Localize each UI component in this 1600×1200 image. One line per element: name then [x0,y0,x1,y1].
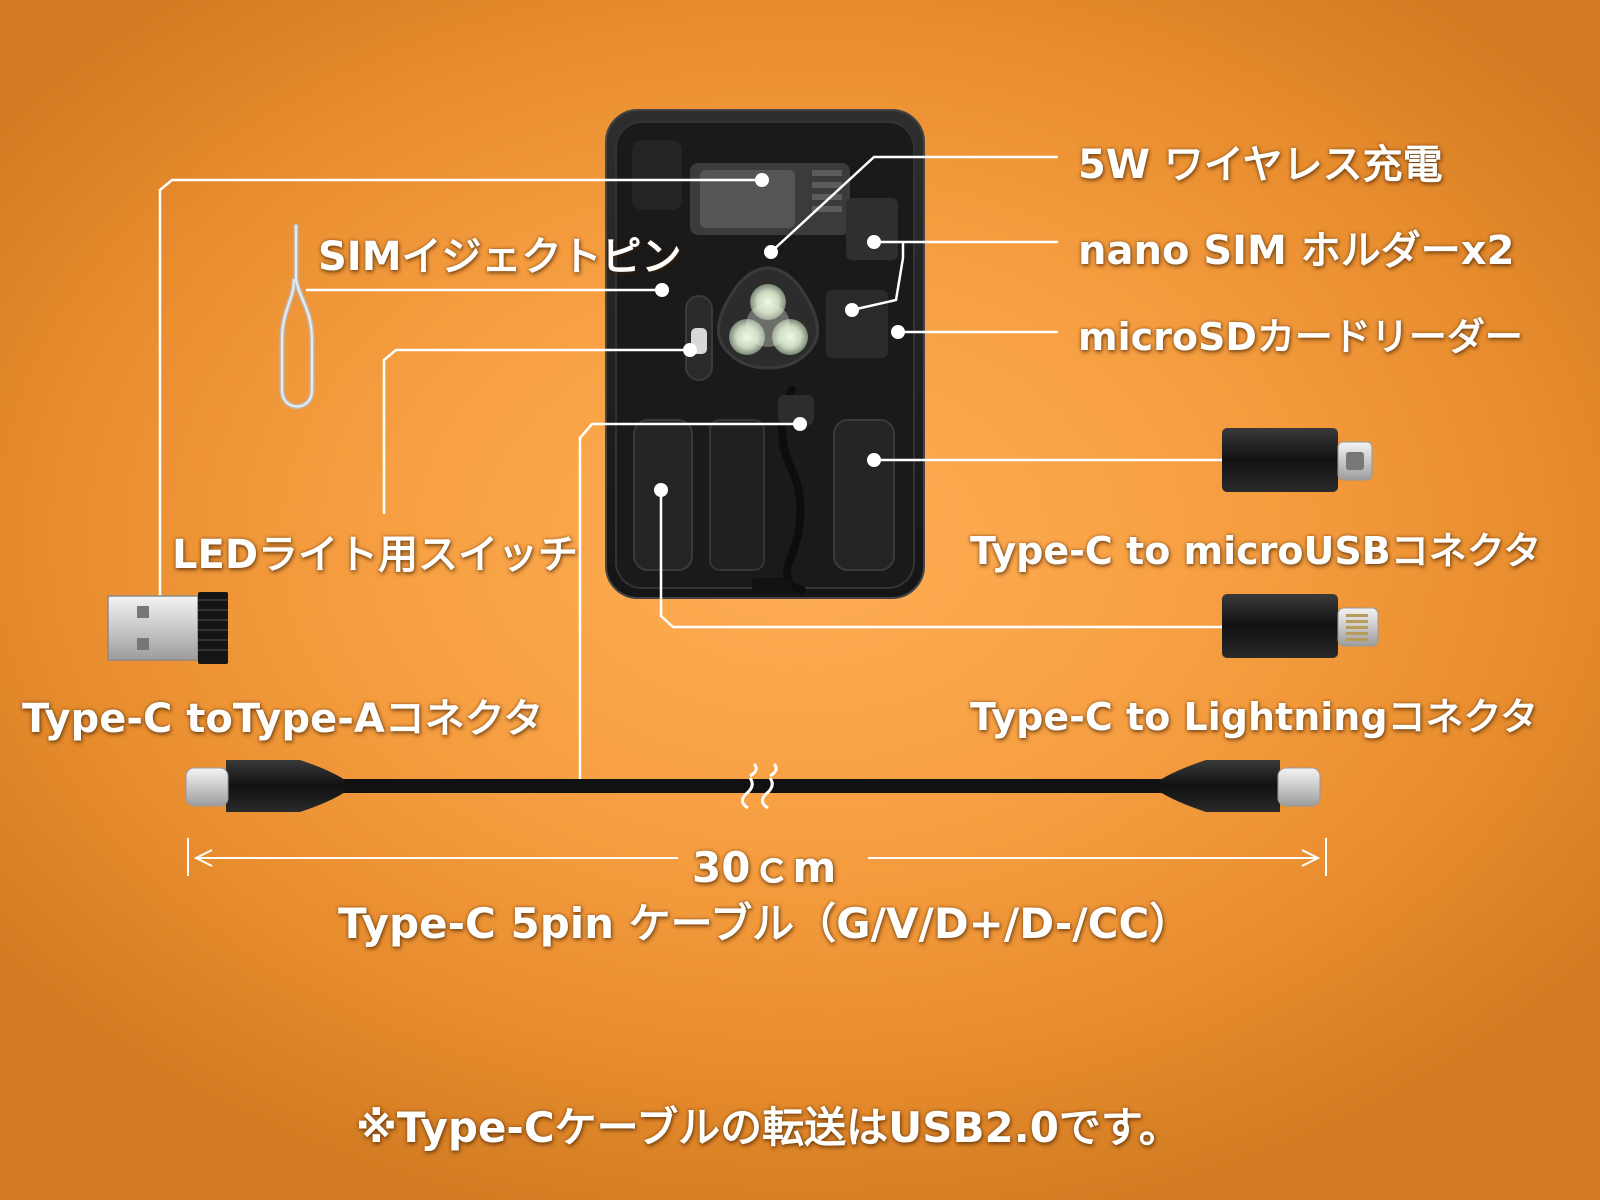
callout-dots [654,173,905,497]
wireless-charging-label: 5W ワイヤレス充電 [1078,142,1443,188]
length-dimension-line [187,838,1327,876]
sim-eject-pin-icon [279,223,315,409]
cable-description-label: Type-C 5pin ケーブル（G/V/D+/D-/CC） [338,899,1192,948]
nano-sim-holder-label: nano SIM ホルダーx2 [1078,228,1515,274]
lightning-connector-label: Type-C to Lightningコネクタ [970,695,1539,739]
usb2-note: ※Type-Cケーブルの転送はUSB2.0です。 [356,1103,1181,1152]
type-a-connector-label: Type-C toType-Aコネクタ [22,696,544,742]
micro-usb-adapter-icon [1222,428,1373,492]
usb-type-a-connector-icon [107,592,228,664]
led-switch-label: LEDライト用スイッチ [172,532,579,578]
multi-tool-case [605,109,925,599]
sim-eject-pin-label: SIMイジェクトピン [318,234,682,280]
usb-c-cable-icon [185,760,1321,812]
lightning-adapter-icon [1222,594,1379,658]
callout-lines [158,155,1222,784]
cable-length-label: 30ｃm [692,843,837,892]
micro-usb-connector-label: Type-C to microUSBコネクタ [970,529,1542,573]
microsd-reader-label: microSDカードリーダー [1078,315,1523,359]
